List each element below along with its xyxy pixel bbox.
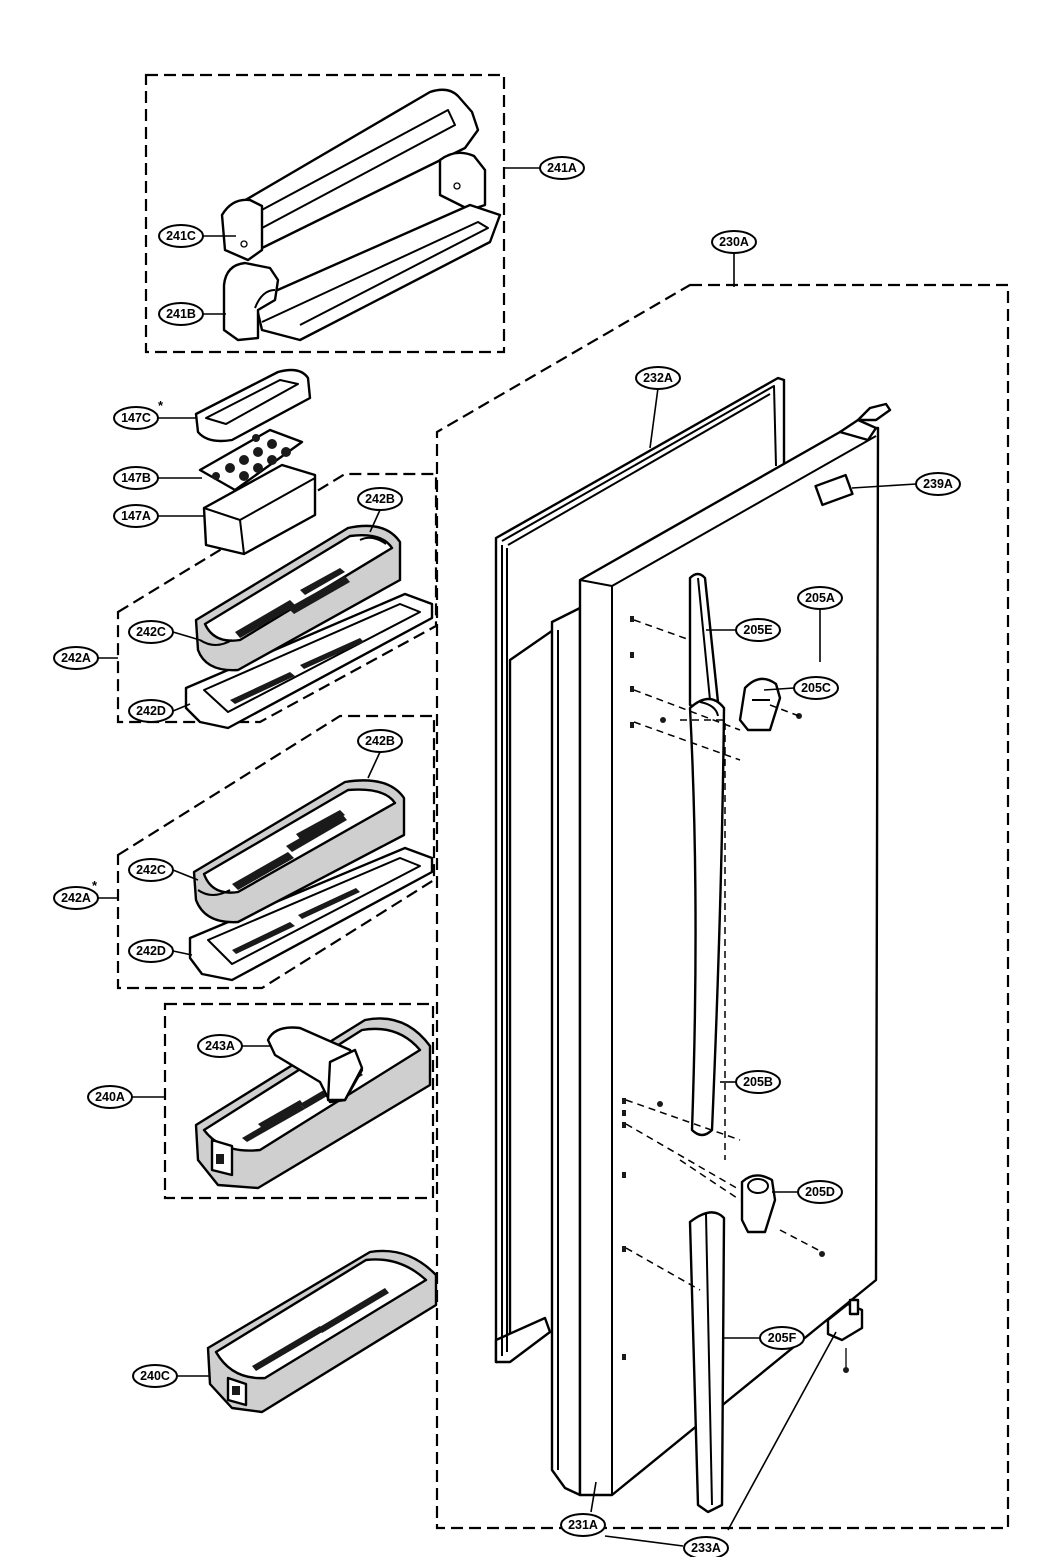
callout-205D: 205D — [797, 1180, 843, 1204]
callout-205C: 205C — [793, 676, 839, 700]
callout-147B: 147B — [113, 466, 159, 490]
callout-205A-text: 205A — [805, 591, 835, 605]
callout-242D-upper: 242D — [128, 699, 174, 723]
callout-147A-text: 147A — [121, 509, 151, 523]
callout-242A-upper-text: 242A — [61, 651, 91, 665]
callout-240C-text: 240C — [140, 1369, 170, 1383]
callout-239A-text: 239A — [923, 477, 953, 491]
callout-241B-text: 241B — [166, 307, 196, 321]
door-bin-242-lower — [188, 779, 434, 982]
callout-205B-text: 205B — [743, 1075, 773, 1089]
group-box-242A-upper — [116, 472, 438, 724]
callout-240A-text: 240A — [95, 1090, 125, 1104]
bin-241B-cap-left — [222, 261, 280, 342]
callout-241A: 241A — [539, 156, 585, 180]
group-box-242A-lower — [116, 714, 436, 990]
callout-233A: 233A — [683, 1536, 729, 1557]
group-box-240A — [163, 1002, 435, 1200]
trim-205F — [688, 1211, 726, 1514]
callout-205C-text: 205C — [801, 681, 831, 695]
bin-241C-cap-left — [220, 198, 264, 262]
group-box-241A — [144, 73, 506, 354]
callout-240C: 240C — [132, 1364, 178, 1388]
callout-242B-lower: 242B — [357, 729, 403, 753]
callout-241C-text: 241C — [166, 229, 196, 243]
group-box-230A — [435, 283, 1010, 1530]
callout-241C: 241C — [158, 224, 204, 248]
door-liner-back — [550, 606, 582, 1497]
callout-147B-text: 147B — [121, 471, 151, 485]
callout-242A-lower: 242A — [53, 886, 99, 910]
callout-205A: 205A — [797, 586, 843, 610]
hinge-top — [838, 418, 878, 442]
callout-230A-text: 230A — [719, 235, 749, 249]
callout-205F: 205F — [759, 1326, 805, 1350]
callout-241B: 241B — [158, 302, 204, 326]
callout-242D-upper-text: 242D — [136, 704, 166, 718]
callout-231A-text: 231A — [568, 1518, 598, 1532]
callout-242C-upper: 242C — [128, 620, 174, 644]
door-bin-242-upper — [184, 524, 434, 730]
door-bin-240C — [206, 1249, 438, 1414]
asterisk-147C: * — [158, 398, 164, 413]
callout-241A-text: 241A — [547, 161, 577, 175]
callout-242A-upper: 242A — [53, 646, 99, 670]
callout-147A: 147A — [113, 504, 159, 528]
callout-242B-lower-text: 242B — [365, 734, 395, 748]
callout-242D-lower: 242D — [128, 939, 174, 963]
bracket-205C — [738, 677, 782, 732]
callout-239A: 239A — [915, 472, 961, 496]
callout-242C-lower-text: 242C — [136, 863, 166, 877]
bin-241B-tray — [253, 203, 502, 342]
callout-243A: 243A — [197, 1034, 243, 1058]
egg-tray-147 — [194, 368, 317, 556]
label-239A — [814, 473, 854, 507]
callout-242B-upper: 242B — [357, 487, 403, 511]
callout-205E-text: 205E — [743, 623, 772, 637]
callout-242C-upper-text: 242C — [136, 625, 166, 639]
callout-242B-upper-text: 242B — [365, 492, 395, 506]
callout-205F-text: 205F — [768, 1331, 797, 1345]
callout-232A-text: 232A — [643, 371, 673, 385]
callout-205B: 205B — [735, 1070, 781, 1094]
callout-242D-lower-text: 242D — [136, 944, 166, 958]
callout-232A: 232A — [635, 366, 681, 390]
callout-242C-lower: 242C — [128, 858, 174, 882]
handle-parts — [625, 572, 864, 1514]
callout-205E: 205E — [735, 618, 781, 642]
callout-230A: 230A — [711, 230, 757, 254]
callout-147C: 147C — [113, 406, 159, 430]
asterisk-242A: * — [92, 878, 98, 893]
handle-205B — [688, 697, 726, 1137]
callout-147C-text: 147C — [121, 411, 151, 425]
door-bin-241 — [220, 88, 502, 342]
bin-241C-cap-right — [438, 151, 487, 212]
callout-205D-text: 205D — [805, 1185, 835, 1199]
callout-240A: 240A — [87, 1085, 133, 1109]
callout-233A-text: 233A — [691, 1541, 721, 1555]
callout-243A-text: 243A — [205, 1039, 235, 1053]
callout-231A: 231A — [560, 1513, 606, 1537]
door-bin-240A — [194, 1017, 432, 1190]
egg-cover-147C — [194, 368, 312, 443]
leader-lines — [98, 167, 917, 1547]
callout-242A-lower-text: 242A — [61, 891, 91, 905]
